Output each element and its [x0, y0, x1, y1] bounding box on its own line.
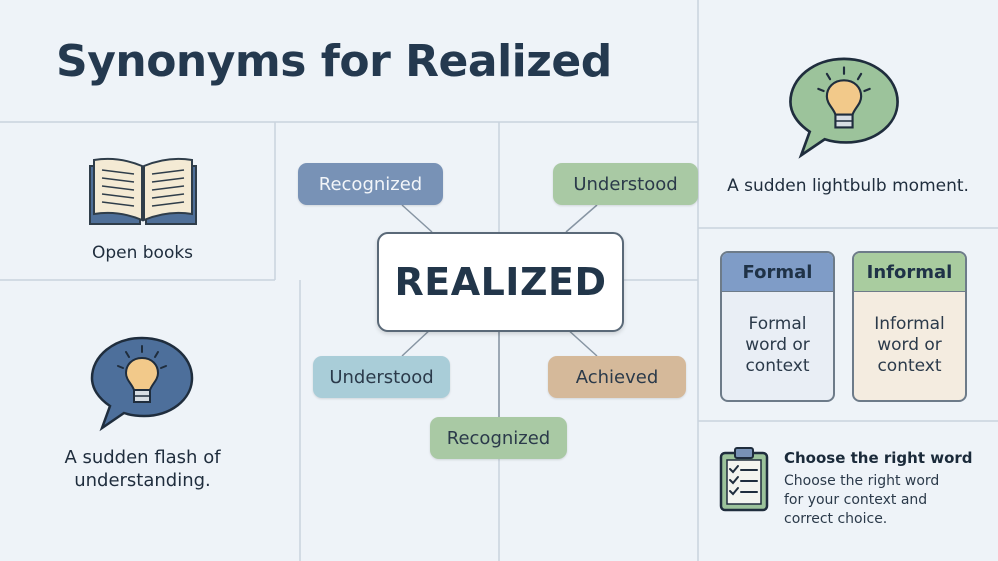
tip-title: Choose the right word: [784, 449, 973, 467]
open-books-panel: Open books: [0, 122, 275, 280]
synonym-achieved: Achieved: [548, 356, 686, 398]
lightbulb-speech-bubble-icon: [90, 336, 194, 432]
lightbulb-moment-caption: A sudden lightbulb moment.: [727, 176, 969, 196]
formal-card-line3: context: [745, 356, 810, 376]
clipboard-checklist-icon: [719, 447, 769, 512]
informal-card-header: Informal: [854, 253, 965, 292]
formal-card-header: Formal: [722, 253, 833, 292]
open-books-caption: Open books: [91, 243, 194, 263]
formal-card-line2: word or: [745, 335, 810, 355]
formal-card-line1: Formal: [748, 314, 807, 334]
flash-caption-line2: understanding.: [74, 470, 211, 491]
informal-card-line3: context: [877, 356, 942, 376]
formal-card: Formal Formal word or context: [720, 251, 835, 402]
center-word: REALIZED: [377, 232, 624, 332]
synonym-recognized-top: Recognized: [298, 163, 443, 205]
synonym-recognized-bottom: Recognized: [430, 417, 567, 459]
tip-text: Choose the right word for your context a…: [784, 472, 984, 529]
tip-text-line1: Choose the right word: [784, 473, 940, 489]
open-book-icon: [89, 157, 197, 225]
flash-panel: A sudden flash of understanding.: [0, 280, 300, 561]
flash-caption: A sudden flash of understanding.: [0, 446, 285, 492]
tip-panel: Choose the right word Choose the right w…: [698, 421, 998, 561]
formal-card-body: Formal word or context: [722, 292, 833, 377]
informal-card-line1: Informal: [874, 314, 945, 334]
synonym-understood-bottom: Understood: [313, 356, 450, 398]
synonym-understood-top: Understood: [553, 163, 698, 205]
flash-caption-line1: A sudden flash of: [64, 447, 221, 468]
informal-card-body: Informal word or context: [854, 292, 965, 377]
tip-text-line3: correct choice.: [784, 511, 888, 527]
informal-card: Informal Informal word or context: [852, 251, 967, 402]
lightbulb-speech-bubble-icon: [789, 57, 899, 159]
informal-card-line2: word or: [877, 335, 942, 355]
page-title: Synonyms for Realized: [56, 36, 612, 87]
tip-text-line2: for your context and: [784, 492, 928, 508]
lightbulb-moment-panel: A sudden lightbulb moment.: [698, 0, 998, 228]
